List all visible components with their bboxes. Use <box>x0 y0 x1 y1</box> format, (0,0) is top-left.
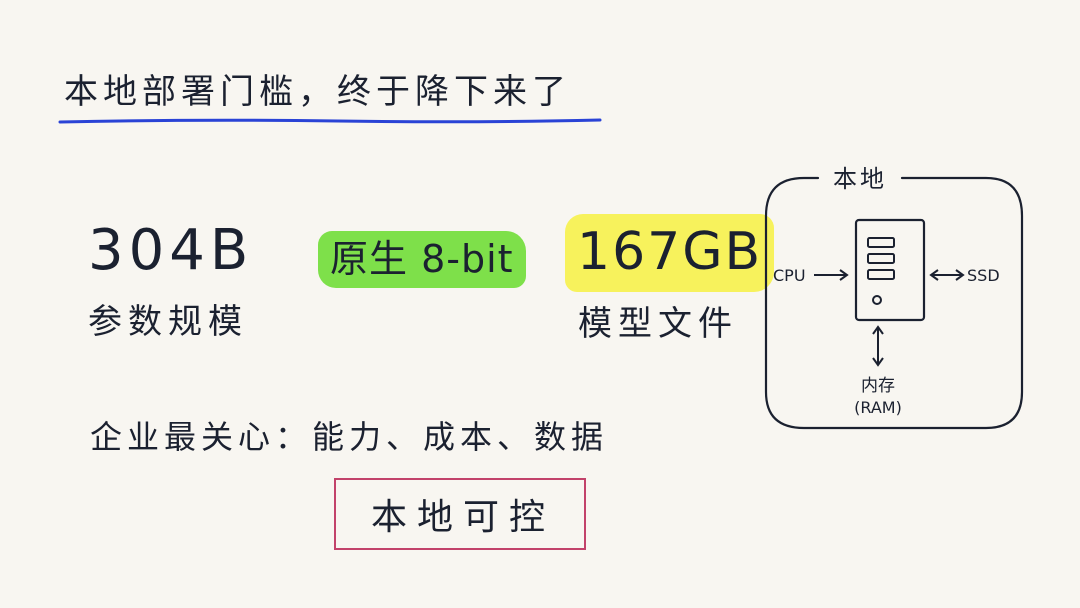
conclusion-box: 本地可控 <box>334 478 586 550</box>
params-value: 304B <box>88 218 254 283</box>
diagram-ram-label-en: (RAM) <box>854 398 902 417</box>
title-underline <box>58 118 602 124</box>
arrow-bidirectional-icon <box>929 269 965 281</box>
diagram-frame <box>764 176 1024 430</box>
conclusion-text: 本地可控 <box>370 497 555 538</box>
params-label: 参数规模 <box>88 302 248 342</box>
diagram-ssd-label: SSD <box>967 266 1000 285</box>
diagram-title: 本地 <box>833 165 887 193</box>
arrow-right-icon <box>814 269 849 281</box>
arrow-vertical-icon <box>872 325 884 367</box>
page-title: 本地部署门槛，终于降下来了 <box>64 72 571 112</box>
diagram-cpu-label: CPU <box>773 266 806 285</box>
file-size-label: 模型文件 <box>578 304 738 344</box>
diagram-ram-label-cn: 内存 <box>861 376 895 396</box>
file-size-highlight: 167GB <box>565 214 775 292</box>
server-tower-icon <box>854 218 926 322</box>
enterprise-concerns: 企业最关心：能力、成本、数据 <box>90 418 609 456</box>
precision-highlight: 原生 8-bit <box>318 231 526 288</box>
local-machine-diagram: 本地 CPU SSD 内存 (RAM) <box>764 165 1024 430</box>
